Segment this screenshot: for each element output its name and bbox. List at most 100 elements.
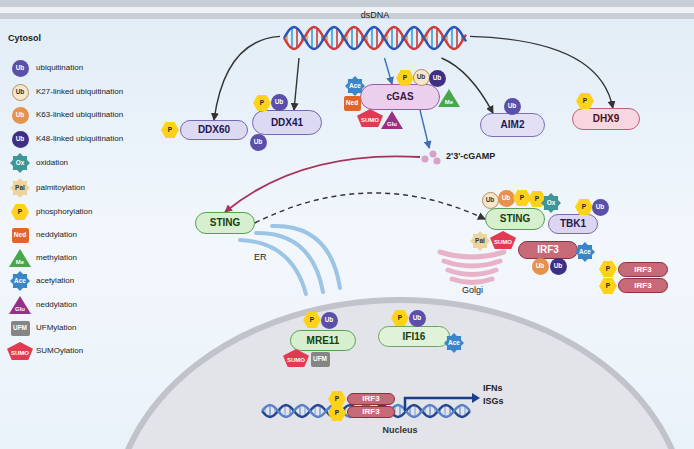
ptm-badge: Ub <box>498 190 515 207</box>
node-text: IRF3 <box>537 245 559 255</box>
base-pair <box>451 28 453 49</box>
node-text: IRF3 <box>362 395 379 403</box>
base-pair <box>396 28 398 48</box>
base-pair <box>331 28 333 49</box>
ptm-badge: Ub <box>271 94 288 111</box>
base-pair <box>414 405 416 417</box>
base-pair <box>416 28 418 48</box>
ptm-badge: Ox <box>10 153 30 173</box>
connector-arrow <box>225 156 420 212</box>
region-label: IFNs <box>483 384 503 393</box>
ptm-badge: Ub <box>504 98 521 115</box>
ptm-badge: UFM <box>311 352 330 367</box>
protein-box: IRF3 <box>347 406 395 418</box>
legend-text: UFMylation <box>36 324 76 332</box>
ptm-badge: Ub <box>12 84 29 101</box>
protein-box: DDX60 <box>180 120 248 140</box>
protein-box: cGAS <box>360 84 440 110</box>
transcription-arrow <box>405 398 474 411</box>
legend-text: neddylation <box>36 231 77 239</box>
connector-arrow <box>255 193 485 223</box>
dna-molecule: dsDNA <box>280 4 470 58</box>
ptm-badge: P <box>599 261 617 277</box>
ptm-badge: Ub <box>409 310 426 327</box>
ptm-badge: P <box>391 310 409 326</box>
legend-text: palmitoylation <box>36 184 85 192</box>
base-pair <box>429 405 431 417</box>
ptm-badge: P <box>328 391 346 407</box>
region-label: ER <box>254 253 267 262</box>
base-pair <box>291 28 293 49</box>
base-pair <box>411 28 413 49</box>
ptm-badge: P <box>161 122 179 138</box>
ptm-badge: Pal <box>10 178 30 198</box>
nuclear-dna <box>262 405 470 417</box>
dna-backbone <box>284 27 466 49</box>
base-pair <box>336 28 338 48</box>
legend-text: neddylation <box>36 301 77 309</box>
legend-text: oxidation <box>36 159 68 167</box>
dna-backbone <box>262 405 470 417</box>
ptm-badge: Ub <box>12 60 29 77</box>
legend-text: acetylation <box>36 277 74 285</box>
ptm-badge: Ub <box>592 199 609 216</box>
ptm-badge: Ub <box>482 192 499 209</box>
ptm-badge: Ub <box>321 312 338 329</box>
legend-text: methylation <box>36 254 77 262</box>
region-label: Cytosol <box>8 34 41 43</box>
ptm-badge: SUMO <box>490 231 516 249</box>
ptm-badge: Ub <box>12 131 29 148</box>
ptm-badge: Glu <box>9 296 31 314</box>
legend-text: ubiquitination <box>36 64 83 72</box>
ptm-badge: P <box>576 93 594 109</box>
cgamp-dot <box>422 156 429 163</box>
base-pair <box>376 28 378 48</box>
node-text: DHX9 <box>593 114 620 124</box>
ptm-badge: P <box>253 95 271 111</box>
node-text: Nucleus <box>110 426 690 435</box>
node-text: DDX41 <box>271 118 303 128</box>
ptm-badge: Glu <box>381 111 403 129</box>
node-text: dsDNA <box>361 11 390 20</box>
protein-box: IRF3 <box>518 241 578 259</box>
legend-text: K63-linked ubiquitination <box>36 111 123 119</box>
protein-box: MRE11 <box>290 330 356 351</box>
ptm-badge: Ub <box>550 258 567 275</box>
ptm-badge: P <box>11 204 29 220</box>
dna-helix <box>280 20 470 56</box>
ptm-badge: P <box>599 278 617 294</box>
ptm-badge: Ub <box>413 69 430 86</box>
node-text: STING <box>210 218 241 228</box>
ptm-badge: P <box>513 190 531 206</box>
ptm-badge: SUMO <box>7 342 33 360</box>
base-pair <box>284 405 286 417</box>
connector-arrow <box>214 36 280 120</box>
legend-text: K48-linked ubiquitination <box>36 135 123 143</box>
cgamp-dot <box>434 158 441 165</box>
cgamp-dots <box>420 148 442 166</box>
nucleus-outline <box>113 300 687 449</box>
base-pair <box>351 28 353 49</box>
protein-box: IFI16 <box>378 326 450 347</box>
node-text: IRF3 <box>362 408 379 416</box>
protein-box: IRF3 <box>347 393 395 405</box>
legend-text: SUMOylation <box>36 347 83 355</box>
base-pair <box>311 28 313 49</box>
connector-arrow <box>385 58 393 84</box>
region-label: Golgi <box>462 286 483 295</box>
base-pair <box>371 28 373 49</box>
transcription-arrowhead <box>472 393 480 403</box>
base-pair <box>296 28 298 48</box>
protein-box: IRF3 <box>618 262 668 277</box>
ptm-badge: UFM <box>11 321 30 336</box>
second-messenger: 2'3'-cGAMP <box>420 148 512 166</box>
ptm-badge: Ace <box>10 271 30 291</box>
base-pair <box>269 405 271 417</box>
base-pair <box>436 28 438 48</box>
node-text: IRF3 <box>634 282 651 290</box>
protein-box: AIM2 <box>480 113 545 137</box>
protein-box: STING <box>485 208 545 230</box>
ptm-badge: P <box>303 312 321 328</box>
golgi-stack <box>440 252 504 283</box>
base-pair <box>316 28 318 48</box>
